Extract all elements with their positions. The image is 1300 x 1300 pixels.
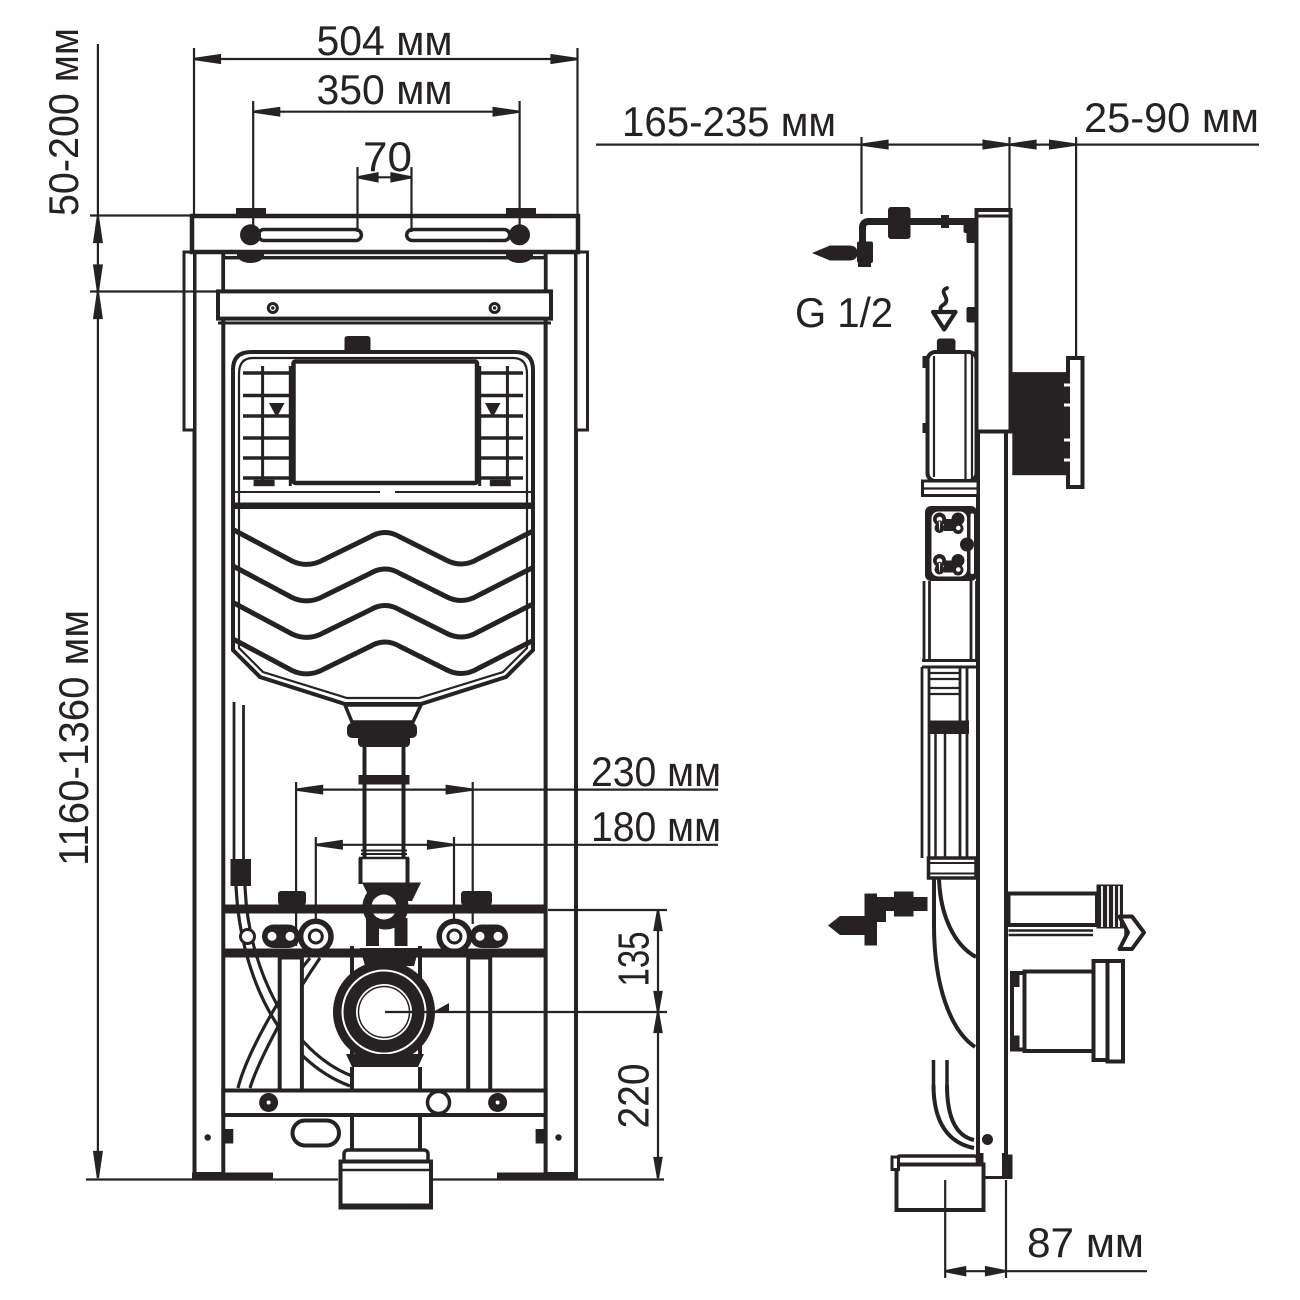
svg-text:165-235 мм: 165-235 мм bbox=[622, 98, 836, 145]
svg-text:25-90 мм: 25-90 мм bbox=[1084, 94, 1259, 141]
svg-text:87 мм: 87 мм bbox=[1027, 1219, 1144, 1266]
svg-text:504 мм: 504 мм bbox=[317, 17, 453, 64]
svg-text:1160-1360 мм: 1160-1360 мм bbox=[50, 610, 97, 866]
svg-text:G 1/2: G 1/2 bbox=[795, 289, 893, 336]
svg-text:220: 220 bbox=[610, 1064, 659, 1129]
svg-text:70: 70 bbox=[363, 133, 412, 180]
svg-text:50-200 мм: 50-200 мм bbox=[40, 28, 87, 216]
svg-text:350 мм: 350 мм bbox=[317, 66, 453, 113]
svg-text:180 мм: 180 мм bbox=[591, 803, 721, 850]
svg-text:230 мм: 230 мм bbox=[591, 748, 721, 795]
svg-text:135: 135 bbox=[610, 932, 659, 987]
